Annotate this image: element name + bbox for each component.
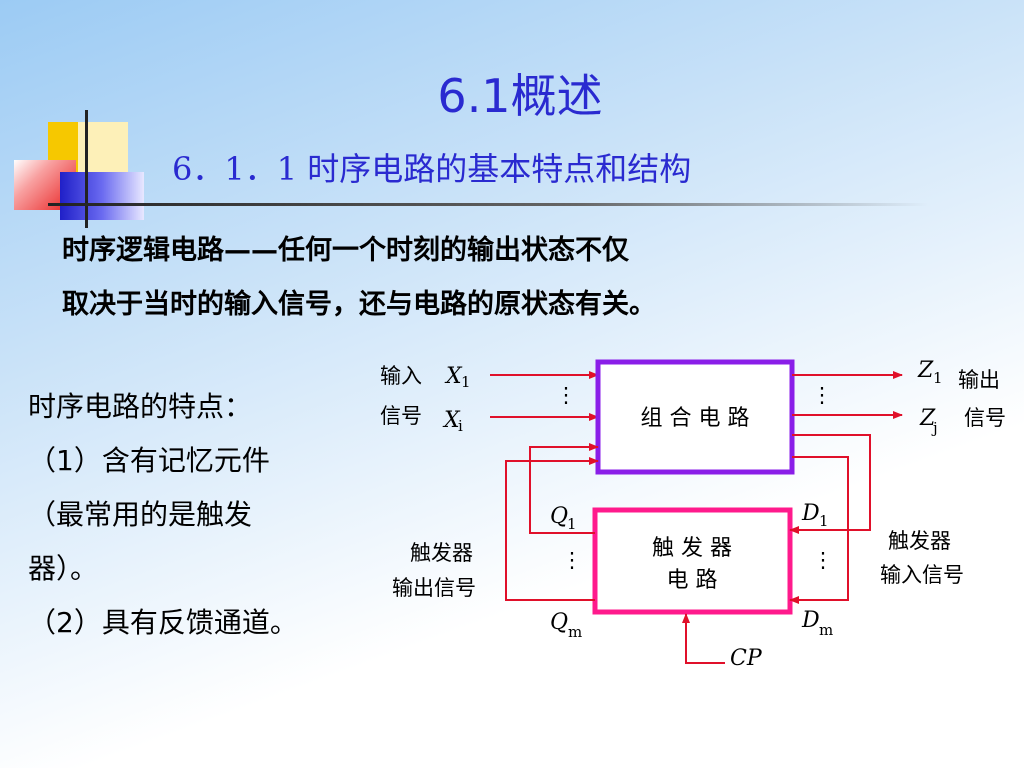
output-dots: ⋮ xyxy=(812,383,833,407)
q-dots: ⋮ xyxy=(562,548,583,572)
dm-label: D xyxy=(801,608,820,633)
feature-item: 器）。 xyxy=(28,552,99,585)
ff-in-label-line: 输入信号 xyxy=(880,563,964,587)
feature-item: （1）含有记忆元件 xyxy=(28,444,270,477)
input-label-line: 输入 xyxy=(380,364,422,388)
xi-label: X xyxy=(442,408,461,433)
sequential-circuit-diagram: ⋮ 组 合 电 路 ⋮ 触 发 器 电 路 ⋮ ⋮ 输入 信号 X 1 X i … xyxy=(380,358,1006,671)
qm-subscript: m xyxy=(568,623,582,641)
intro-line: 时序逻辑电路——任何一个时刻的输出状态不仅 xyxy=(62,235,629,266)
decor-vertical-line xyxy=(85,110,88,228)
z1-label: Z xyxy=(917,358,934,383)
d-dots: ⋮ xyxy=(813,548,834,572)
features-list: 时序电路的特点： （1）含有记忆元件 （最常用的是触发 器）。 （2）具有反馈通… xyxy=(28,380,298,650)
flipflop-label-line: 电 路 xyxy=(667,568,718,593)
output-label-line: 信号 xyxy=(964,406,1006,430)
x1-subscript: 1 xyxy=(461,373,471,391)
combo-circuit-box xyxy=(595,359,795,475)
d1-subscript: 1 xyxy=(819,512,829,530)
input-label-line: 信号 xyxy=(380,404,422,428)
slide-subtitle: 6．1．1 时序电路的基本特点和结构 xyxy=(172,150,692,188)
flipflop-label-line: 触 发 器 xyxy=(652,536,732,561)
q1-feedback-wire xyxy=(529,443,599,534)
intro-paragraph: 时序逻辑电路——任何一个时刻的输出状态不仅 取决于当时的输入信号，还与电路的原状… xyxy=(62,224,656,332)
output-label-line: 输出 xyxy=(958,368,1000,392)
cp-label: CP xyxy=(730,646,763,671)
qm-feedback-wire xyxy=(505,457,599,601)
ff-out-label-line: 输出信号 xyxy=(392,576,476,600)
ff-in-label-line: 触发器 xyxy=(888,529,951,553)
d1-label: D xyxy=(801,501,820,526)
decor-blue-square xyxy=(60,172,144,220)
zj-label: Z xyxy=(919,406,936,431)
d1-feedback-wire xyxy=(789,434,871,534)
z1-subscript: 1 xyxy=(933,369,943,387)
features-heading: 时序电路的特点： xyxy=(28,390,253,423)
q1-label: Q xyxy=(550,504,568,529)
slide-title: 6.1概述 xyxy=(437,69,603,123)
input-dots: ⋮ xyxy=(556,383,577,407)
flipflop-box xyxy=(592,507,793,615)
xi-subscript: i xyxy=(458,417,463,435)
title-underline xyxy=(48,203,928,206)
intro-line: 取决于当时的输入信号，还与电路的原状态有关。 xyxy=(62,289,656,320)
dm-feedback-wire xyxy=(789,456,849,604)
zj-subscript: j xyxy=(931,419,938,437)
x1-label: X xyxy=(444,364,463,389)
feature-item: （2）具有反馈通道。 xyxy=(28,606,298,639)
cp-wire xyxy=(682,613,725,664)
combo-circuit-label: 组 合 电 路 xyxy=(641,406,750,431)
qm-label: Q xyxy=(550,610,568,635)
ff-out-label-line: 触发器 xyxy=(410,541,473,565)
feature-item: （最常用的是触发 xyxy=(28,498,253,531)
q1-subscript: 1 xyxy=(567,515,577,533)
dm-subscript: m xyxy=(819,621,833,639)
